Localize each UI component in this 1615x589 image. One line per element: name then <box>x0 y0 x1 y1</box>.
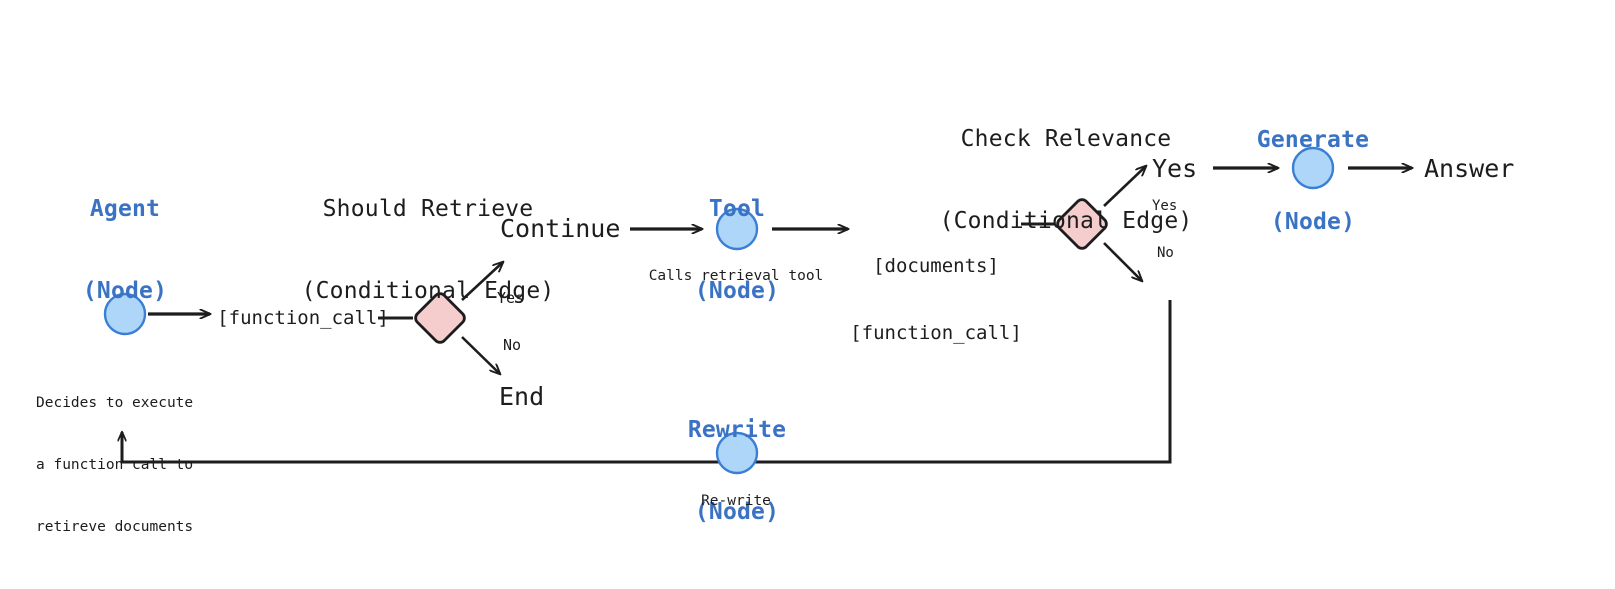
heading-tool-line1: Tool <box>708 196 766 223</box>
heading-agent-node: Agent (Node) <box>83 142 167 359</box>
heading-generate-node: Generate (Node) <box>1257 73 1369 290</box>
generate-node-circle[interactable] <box>1291 146 1335 190</box>
heading-should-retrieve-line2: (Conditional Edge) <box>301 277 555 304</box>
edge-check-relevance-yes <box>1103 166 1146 207</box>
heading-rewrite-line1: Rewrite <box>687 417 787 444</box>
edge-feedback-loop <box>122 300 1172 464</box>
edge-label-check-relevance-no: No <box>1157 245 1174 261</box>
heading-generate-line1: Generate <box>1256 127 1370 154</box>
caption-agent-line2: a function call to <box>36 456 194 473</box>
caption-rewrite: Re-write <box>701 493 771 509</box>
heading-should-retrieve-line1: Should Retrieve <box>322 196 534 223</box>
heading-check-relevance-line1: Check Relevance <box>960 126 1172 153</box>
heading-agent-line2: (Node) <box>82 277 168 304</box>
caption-agent-line3: retireve documents <box>36 518 194 535</box>
tool-node-circle[interactable] <box>715 207 759 251</box>
heading-rewrite-node: Rewrite (Node) <box>688 363 786 580</box>
edge-should-retrieve-no <box>461 336 500 374</box>
heading-check-relevance: Check Relevance (Conditional Edge) <box>940 72 1193 289</box>
target-label-end: End <box>499 382 545 411</box>
target-label-yes-generate: Yes <box>1152 154 1198 183</box>
heading-should-retrieve: Should Retrieve (Conditional Edge) <box>302 142 555 359</box>
edge-check-relevance-no <box>1103 242 1142 281</box>
edge-label-tool-output: [documents] [function_call] <box>850 210 1022 389</box>
edge-label-agent-function-call: [function_call] <box>217 307 389 329</box>
target-label-continue: Continue <box>500 214 621 243</box>
target-label-answer: Answer <box>1424 154 1515 183</box>
check-relevance-decision-diamond[interactable] <box>1055 197 1109 251</box>
rewrite-node-circle[interactable] <box>715 431 759 475</box>
edge-should-retrieve-yes <box>461 262 503 301</box>
edge-label-documents: [documents] <box>873 254 999 277</box>
caption-agent-line1: Decides to execute <box>36 395 194 412</box>
heading-agent-line1: Agent <box>89 196 161 223</box>
caption-agent: Decides to execute a function call to re… <box>36 352 193 578</box>
should-retrieve-decision-diamond[interactable] <box>413 291 467 345</box>
agent-node-circle[interactable] <box>103 292 147 336</box>
heading-check-relevance-line2: (Conditional Edge) <box>939 207 1193 234</box>
edge-label-function-call: [function_call] <box>850 322 1022 345</box>
edge-label-should-retrieve-no: No <box>503 336 522 354</box>
heading-tool-node: Tool (Node) <box>695 142 779 359</box>
heading-generate-line2: (Node) <box>1270 208 1356 235</box>
edge-label-check-relevance-yes: Yes <box>1152 198 1178 214</box>
caption-tool: Calls retrieval tool <box>648 268 824 284</box>
edge-label-should-retrieve-yes: Yes <box>497 289 525 307</box>
heading-tool-line2: (Node) <box>694 277 780 304</box>
heading-rewrite-line2: (Node) <box>694 498 780 525</box>
